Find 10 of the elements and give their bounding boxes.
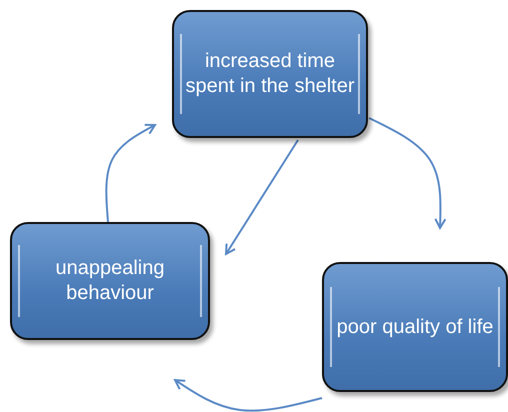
box-label: increased time spent in the shelter xyxy=(184,49,356,99)
process-box xyxy=(10,222,210,340)
process-box xyxy=(322,262,508,392)
arrow xyxy=(368,117,446,229)
box-label: poor quality of life xyxy=(336,314,494,340)
arrow xyxy=(105,124,156,222)
arrow xyxy=(174,379,322,412)
box-label: unappealing behaviour xyxy=(54,256,166,306)
arrow xyxy=(225,139,299,255)
process-box xyxy=(172,10,368,138)
